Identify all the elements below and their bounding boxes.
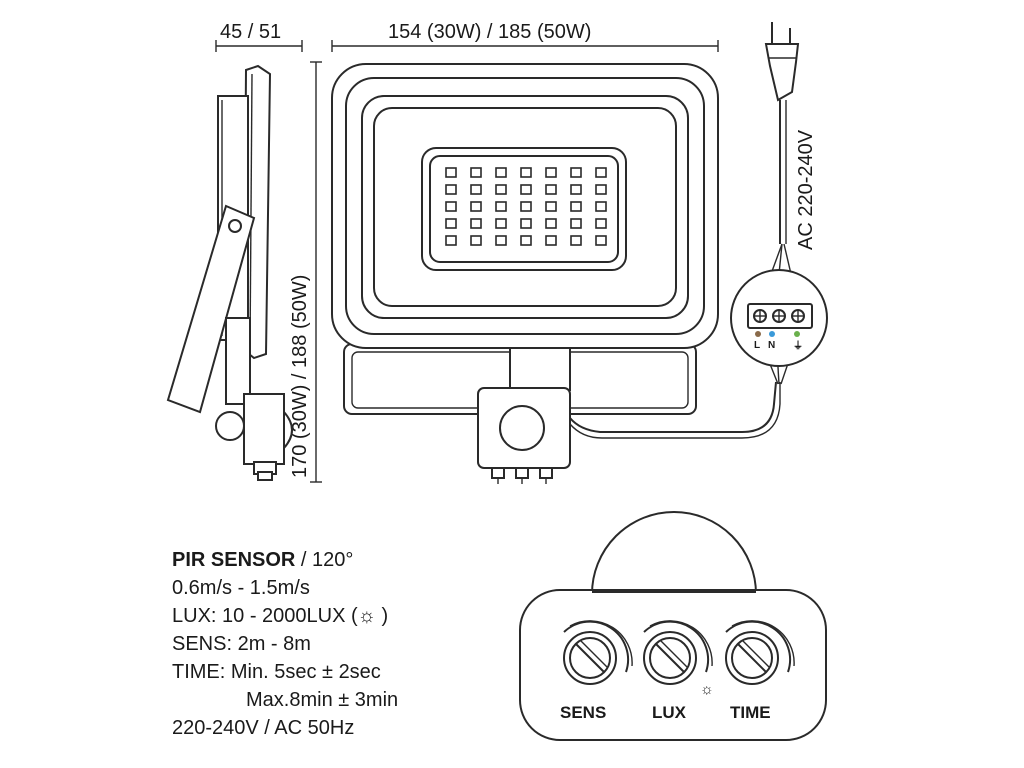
spec-speed: 0.6m/s - 1.5m/s [172, 577, 310, 599]
knob-label-time: TIME [730, 703, 771, 722]
led-chip [470, 167, 482, 178]
spec-list: PIR SENSOR / 120° 0.6m/s - 1.5m/s LUX: 1… [172, 549, 398, 739]
led-chip [595, 184, 607, 195]
led-chip [470, 218, 482, 229]
depth-dimension-label: 45 / 51 [220, 21, 281, 43]
power-cable: AC 220-240V [757, 22, 817, 385]
led-chip [595, 235, 607, 246]
knob-lux[interactable] [643, 620, 713, 685]
spec-title-rest: / 120° [295, 549, 353, 571]
spec-title-bold: PIR SENSOR [172, 549, 296, 571]
knob-range-arc [649, 620, 713, 667]
led-chip [445, 218, 457, 229]
knob-range-arc [725, 620, 791, 673]
terminal-block: L N ⏚ [730, 269, 828, 367]
led-chip [545, 167, 557, 178]
led-chip [470, 235, 482, 246]
led-chip [595, 218, 607, 229]
terminal-label-earth: ⏚ [793, 340, 803, 352]
led-chip [445, 167, 457, 178]
led-chip [520, 218, 532, 229]
led-chip [445, 201, 457, 212]
led-chip [570, 235, 582, 246]
spec-supply: 220-240V / AC 50Hz [172, 717, 354, 739]
led-chip [545, 218, 557, 229]
led-chip [495, 235, 507, 246]
earth-wire-dot [794, 331, 800, 337]
depth-dimension: 45 / 51 [215, 21, 303, 52]
knob-range-arc [569, 620, 633, 667]
led-chip [495, 184, 507, 195]
led-chip [445, 235, 457, 246]
led-chip [520, 184, 532, 195]
lux-sun-icon: ☼ [700, 681, 714, 698]
knob-label-lux: LUX [652, 703, 687, 722]
sensor-detail: SENS LUX ☼ TIME [519, 511, 827, 741]
side-view [166, 64, 293, 481]
height-dimension: 170 (30W) / 188 (50W) [289, 61, 322, 483]
led-chip [570, 184, 582, 195]
pir-dome [590, 511, 758, 595]
knob-label-sens: SENS [560, 703, 606, 722]
terminal-label-l: L [754, 340, 760, 351]
led-array [445, 167, 607, 246]
led-chip [495, 218, 507, 229]
led-chip [495, 167, 507, 178]
led-chip [545, 184, 557, 195]
height-dimension-label: 170 (30W) / 188 (50W) [289, 275, 311, 478]
spec-sens: SENS: 2m - 8m [172, 633, 311, 655]
led-chip [520, 235, 532, 246]
led-chip [595, 201, 607, 212]
terminal-screws [753, 309, 805, 323]
knob-range-arc [563, 620, 629, 673]
terminal-label-n: N [768, 340, 775, 351]
led-chip [495, 201, 507, 212]
width-dimension-label: 154 (30W) / 185 (50W) [388, 21, 591, 43]
knob-range-arc [643, 620, 709, 673]
front-view [331, 63, 781, 484]
led-chip [445, 184, 457, 195]
knob-range-arc [731, 620, 795, 667]
sensor-knob-stubs [491, 467, 553, 484]
voltage-label: AC 220-240V [795, 129, 817, 250]
led-chip [570, 167, 582, 178]
led-chip [520, 167, 532, 178]
width-dimension: 154 (30W) / 185 (50W) [331, 21, 719, 52]
live-wire-dot [755, 331, 761, 337]
led-chip [545, 201, 557, 212]
led-chip [470, 184, 482, 195]
led-chip [520, 201, 532, 212]
knob-sens[interactable] [563, 620, 633, 685]
led-chip [595, 167, 607, 178]
led-chip [545, 235, 557, 246]
knob-time[interactable] [725, 620, 795, 685]
led-chip [570, 218, 582, 229]
led-chip [570, 201, 582, 212]
led-chip [470, 201, 482, 212]
neutral-wire-dot [769, 331, 775, 337]
spec-title: PIR SENSOR / 120° [172, 549, 353, 571]
spec-time-max: Max.8min ± 3min [246, 689, 398, 711]
spec-lux: LUX: 10 - 2000LUX (☼ ) [172, 605, 388, 627]
spec-time-min: TIME: Min. 5sec ± 2sec [172, 661, 381, 683]
